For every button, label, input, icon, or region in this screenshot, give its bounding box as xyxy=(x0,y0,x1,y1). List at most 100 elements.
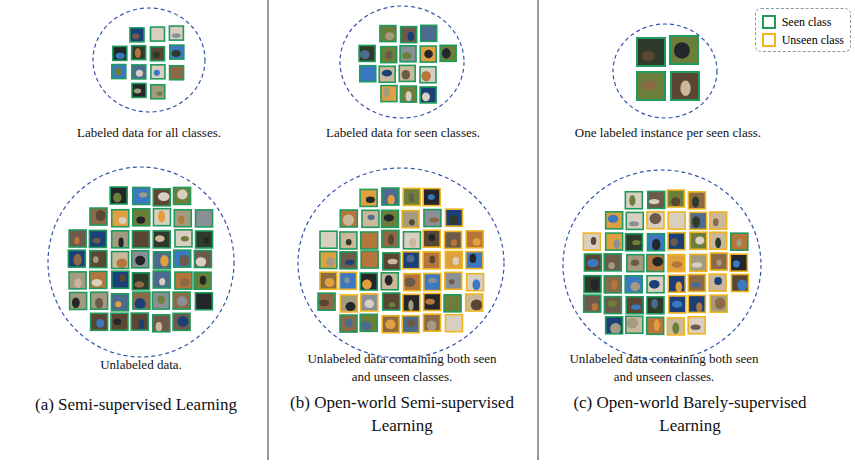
image-thumbnail xyxy=(132,251,149,268)
image-thumbnail xyxy=(690,232,707,249)
image-thumbnail xyxy=(340,210,357,227)
image-thumbnail xyxy=(133,209,150,226)
image-thumbnail xyxy=(710,212,727,229)
image-thumbnail xyxy=(111,294,128,311)
image-thumbnail xyxy=(132,83,146,97)
image-thumbnail xyxy=(381,273,398,290)
image-thumbnail xyxy=(445,209,462,226)
image-thumbnail xyxy=(445,272,462,289)
image-thumbnail xyxy=(584,276,601,293)
image-thumbnail xyxy=(175,272,192,289)
image-thumbnail xyxy=(400,86,416,102)
image-thumbnail xyxy=(403,188,420,205)
image-thumbnail xyxy=(133,187,150,204)
image-thumbnail xyxy=(648,191,665,208)
image-thumbnail xyxy=(604,297,621,314)
image-thumbnail xyxy=(90,208,107,225)
image-thumbnail xyxy=(379,66,395,82)
image-thumbnail xyxy=(626,297,643,314)
legend-text: Unseen class xyxy=(782,33,844,48)
image-thumbnail xyxy=(402,211,419,228)
image-thumbnail xyxy=(424,210,441,227)
image-thumbnail xyxy=(69,230,86,247)
image-thumbnail xyxy=(380,26,396,42)
image-thumbnail xyxy=(195,293,212,310)
image-thumbnail xyxy=(647,234,664,251)
image-thumbnail xyxy=(91,313,108,330)
image-thumbnail xyxy=(420,67,436,83)
image-thumbnail xyxy=(400,46,416,62)
image-thumbnail xyxy=(153,271,170,288)
image-thumbnail xyxy=(424,314,441,331)
image-thumbnail xyxy=(360,273,377,290)
image-thumbnail xyxy=(383,293,400,310)
image-thumbnail xyxy=(320,231,337,248)
image-thumbnail xyxy=(606,233,623,250)
data-ellipse xyxy=(298,168,504,358)
image-thumbnail xyxy=(151,65,165,79)
image-thumbnail xyxy=(690,254,707,271)
data-ellipse xyxy=(613,24,717,118)
image-thumbnail xyxy=(710,253,727,270)
data-ellipse xyxy=(93,8,205,112)
image-thumbnail xyxy=(671,72,699,100)
image-thumbnail xyxy=(110,187,127,204)
image-thumbnail xyxy=(423,252,440,269)
image-thumbnail xyxy=(690,212,707,229)
image-thumbnail xyxy=(339,272,356,289)
legend-row: Seen class xyxy=(762,13,844,31)
image-thumbnail xyxy=(647,212,664,229)
image-thumbnail xyxy=(340,295,357,312)
image-thumbnail xyxy=(170,66,184,80)
image-thumbnail xyxy=(153,231,170,248)
image-thumbnail xyxy=(320,272,337,289)
image-thumbnail xyxy=(90,271,107,288)
image-thumbnail xyxy=(423,230,440,247)
legend-row: Unseen class xyxy=(762,31,844,49)
image-thumbnail xyxy=(174,187,191,204)
image-thumbnail xyxy=(151,27,165,41)
image-thumbnail xyxy=(340,315,357,332)
image-thumbnail xyxy=(169,26,183,40)
image-thumbnail xyxy=(466,231,483,248)
image-thumbnail xyxy=(647,297,664,314)
image-thumbnail xyxy=(710,295,727,312)
panel-caption: One labeled instance per seen class. xyxy=(543,124,793,142)
panel-title: (b) Open-world Semi-supervised Learning xyxy=(273,392,531,438)
image-thumbnail xyxy=(381,47,397,63)
image-thumbnail xyxy=(420,87,436,103)
image-thumbnail xyxy=(606,212,623,229)
image-thumbnail xyxy=(194,272,211,289)
image-thumbnail xyxy=(709,274,726,291)
image-thumbnail xyxy=(424,274,441,291)
image-thumbnail xyxy=(382,188,399,205)
image-thumbnail xyxy=(132,273,149,290)
image-thumbnail xyxy=(399,65,415,81)
image-thumbnail xyxy=(647,276,664,293)
legend-box: Seen classUnseen class xyxy=(755,8,851,52)
image-thumbnail xyxy=(68,250,85,267)
panel-divider xyxy=(538,0,539,460)
image-thumbnail xyxy=(403,232,420,249)
image-thumbnail xyxy=(382,230,399,247)
image-thumbnail xyxy=(670,36,698,64)
image-thumbnail xyxy=(131,313,148,330)
image-thumbnail xyxy=(403,252,420,269)
panel-caption: Labeled data for all classes. xyxy=(29,124,269,142)
image-thumbnail xyxy=(382,316,399,333)
image-thumbnail xyxy=(604,254,621,271)
image-thumbnail xyxy=(361,232,378,249)
image-thumbnail xyxy=(731,274,748,291)
image-thumbnail xyxy=(194,250,211,267)
image-thumbnail xyxy=(584,295,601,312)
image-thumbnail xyxy=(604,276,621,293)
panel-divider xyxy=(268,0,269,460)
image-thumbnail xyxy=(320,251,337,268)
image-thumbnail xyxy=(91,292,108,309)
panel-caption: Unlabeled data. xyxy=(21,356,261,374)
image-thumbnail xyxy=(647,255,664,272)
image-thumbnail xyxy=(340,252,357,269)
data-ellipse xyxy=(48,167,234,357)
image-thumbnail xyxy=(668,275,685,292)
image-thumbnail xyxy=(401,27,417,43)
